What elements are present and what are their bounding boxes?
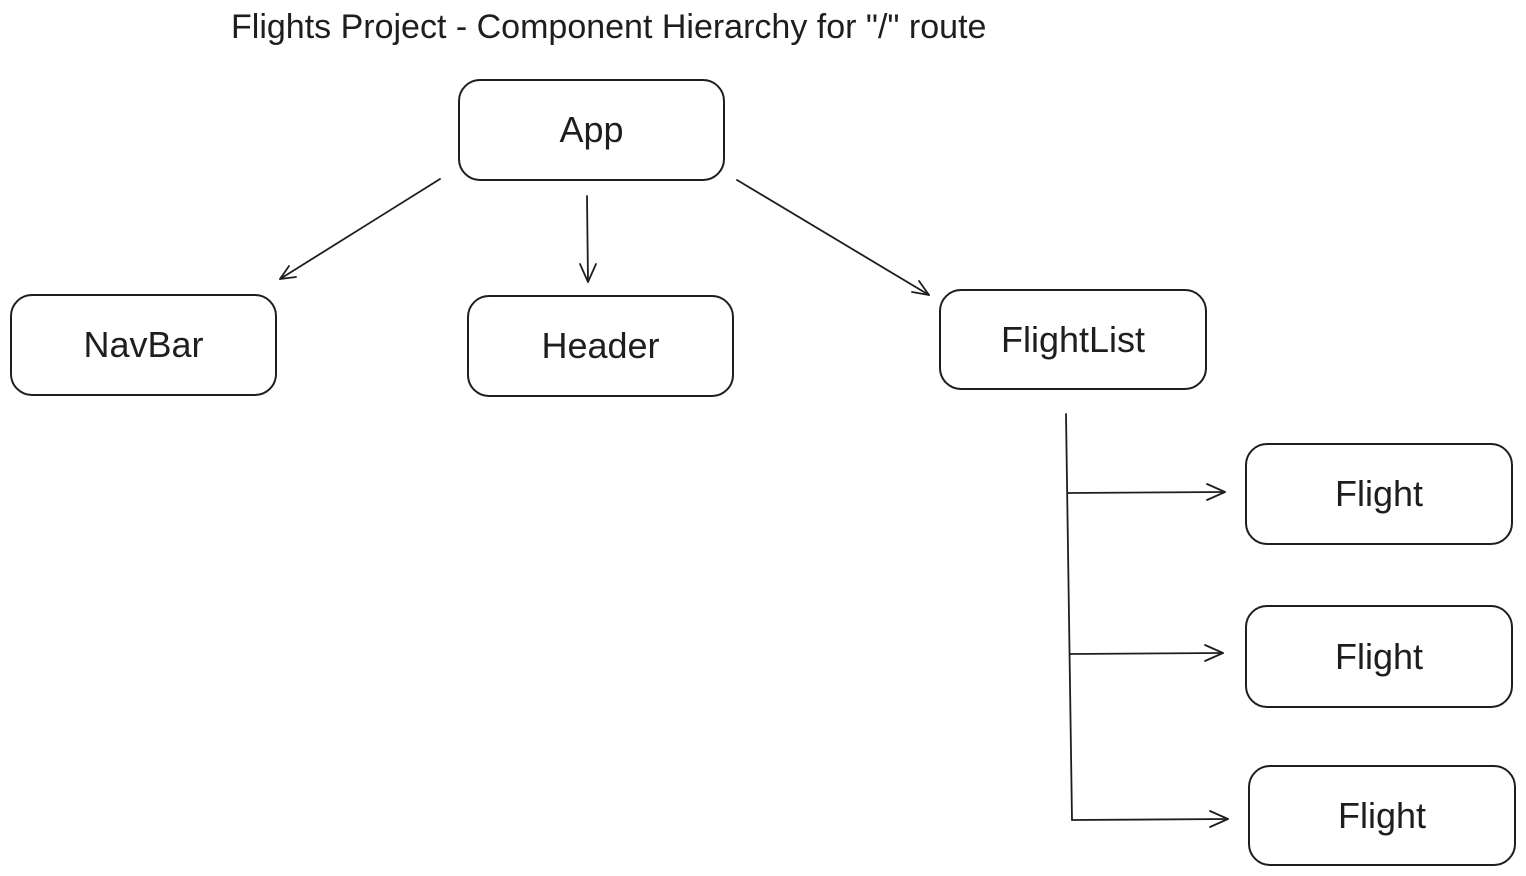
connector-flightlist-trunk: [1065, 413, 1073, 821]
node-app: App: [458, 79, 725, 181]
arrow-flightlist-to-flight-3: [1071, 810, 1229, 828]
node-flight-2: Flight: [1245, 605, 1513, 708]
node-navbar: NavBar: [10, 294, 277, 396]
arrow-app-to-flightlist: [736, 179, 930, 296]
arrow-app-to-navbar: [279, 178, 441, 280]
node-flightlist: FlightList: [939, 289, 1207, 390]
node-flight-3: Flight: [1248, 765, 1516, 866]
diagram-title: Flights Project - Component Hierarchy fo…: [231, 8, 987, 46]
arrow-flightlist-to-flight-2: [1069, 644, 1224, 662]
arrow-flightlist-to-flight-1: [1067, 483, 1226, 501]
arrow-app-to-header: [579, 195, 597, 283]
node-header: Header: [467, 295, 734, 397]
node-flight-1: Flight: [1245, 443, 1513, 545]
